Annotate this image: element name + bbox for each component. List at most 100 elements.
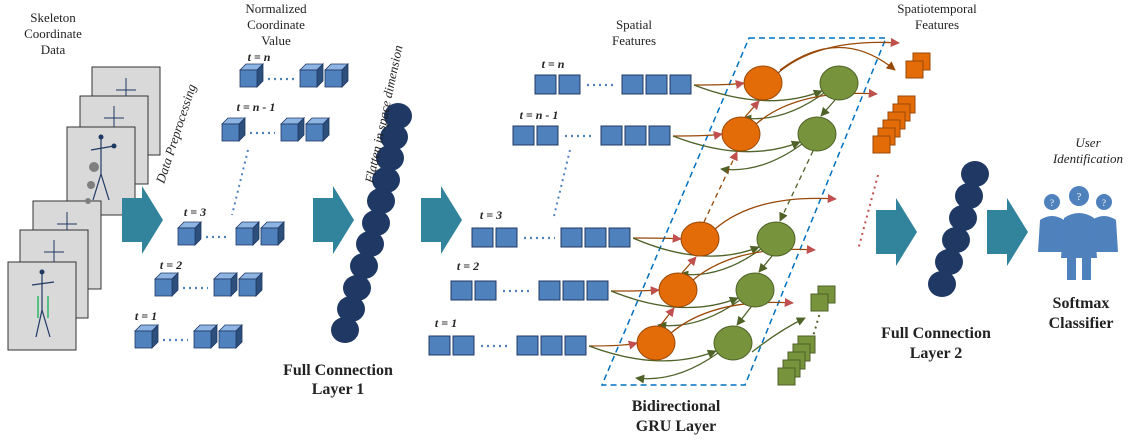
normalized-label-3: Value	[261, 33, 291, 48]
feature-vector-row	[450, 280, 609, 301]
backward-output-link	[679, 248, 762, 280]
backward-recurrent-link	[820, 99, 836, 117]
svg-text:?: ?	[1077, 192, 1082, 203]
fc2-arrow	[987, 198, 1028, 266]
rect-time-label: t = 1	[435, 316, 457, 330]
spatial-label-2: Features	[612, 33, 656, 48]
users-icon: ? ? ?	[1038, 186, 1118, 280]
input-link	[672, 135, 801, 153]
forward-gru-node	[721, 116, 761, 152]
backward-recurrent-link	[736, 306, 752, 326]
backward-recurrent-link	[758, 255, 773, 273]
spatiotemporal-label-1: Spatiotemporal	[897, 1, 977, 16]
gru-out-arrow	[876, 198, 917, 266]
skeleton-label-1: Skeleton	[30, 10, 76, 25]
gru-title-1: Bidirectional	[632, 398, 721, 415]
input-link	[693, 84, 823, 102]
coordinate-cube	[193, 324, 218, 349]
coordinate-cube	[213, 272, 238, 297]
fc2-beads	[928, 161, 989, 297]
rect-time-label: t = 3	[480, 208, 502, 222]
coordinate-cube	[221, 117, 246, 142]
forward-recurrent-link	[744, 100, 760, 118]
forward-recurrent-link	[703, 151, 738, 223]
cube-time-label: t = n	[248, 50, 271, 64]
backward-output-link	[635, 352, 719, 384]
spatial-feature-rects	[428, 74, 692, 356]
svg-text:?: ?	[1102, 198, 1106, 208]
coordinate-cubes	[134, 63, 349, 349]
svg-text:?: ?	[1050, 198, 1054, 208]
skeleton-label-2: Coordinate	[24, 26, 82, 41]
fc2-title-2: Layer 2	[910, 345, 963, 362]
coordinate-cube	[299, 63, 324, 88]
preprocess-arrow	[122, 186, 163, 254]
forward-gru-node	[636, 325, 676, 361]
spatiotemporal-square	[810, 293, 829, 312]
cube-time-label: t = 2	[160, 258, 182, 272]
input-link	[693, 79, 745, 89]
rect-time-label: t = 2	[457, 259, 479, 273]
big-arrows	[122, 186, 1028, 266]
fc1-title-2: Layer 1	[312, 381, 365, 398]
coordinate-cube	[280, 117, 305, 142]
forward-gru-node	[743, 65, 783, 101]
spatiotemporal-square	[872, 135, 891, 154]
normalized-label-1: Normalized	[245, 1, 307, 16]
spatiotemporal-square	[777, 367, 796, 386]
softmax-title-1: Softmax	[1053, 295, 1110, 312]
fc1-arrow	[421, 186, 462, 254]
forward-recurrent-link	[659, 307, 675, 327]
spatial-label-1: Spatial	[616, 17, 652, 32]
rect-time-label: t = n - 1	[520, 108, 559, 122]
coordinate-cube	[218, 324, 243, 349]
gru-dashed-box	[600, 37, 888, 386]
input-link	[588, 340, 638, 350]
backward-gru-node	[713, 325, 753, 361]
skeleton-label-3: Data	[41, 42, 66, 57]
coordinate-cube	[239, 63, 264, 88]
fc1-title-1: Full Connection	[283, 362, 393, 379]
forward-output-link	[670, 297, 794, 334]
gru-connections	[588, 37, 900, 384]
backward-gru-node	[797, 116, 837, 152]
input-link	[672, 130, 723, 140]
coordinate-cube	[238, 272, 263, 297]
flatten-arrow	[313, 186, 354, 254]
input-link	[588, 345, 717, 362]
spatiotemporal-square	[905, 60, 924, 79]
spatiotemporal-label-2: Features	[915, 17, 959, 32]
backward-gru-node	[735, 272, 775, 308]
cube-time-label: t = 3	[184, 205, 206, 219]
gru-nodes	[636, 65, 859, 361]
user-identification-2: Identification	[1052, 151, 1123, 166]
fc1-beads	[331, 103, 412, 343]
coordinate-cube	[305, 117, 330, 142]
backward-recurrent-link	[779, 150, 814, 222]
feature-vector-row	[471, 227, 631, 248]
dotted-separators	[231, 149, 879, 341]
top-output-link	[779, 46, 896, 71]
coordinate-cube	[154, 272, 179, 297]
forward-gru-node	[658, 272, 698, 308]
coordinate-cube	[235, 221, 260, 246]
backward-gru-node	[819, 65, 859, 101]
coordinate-cube	[260, 221, 285, 246]
spatiotemporal-stacks	[777, 52, 931, 386]
softmax-title-2: Classifier	[1049, 315, 1114, 332]
normalized-label-2: Coordinate	[247, 17, 305, 32]
user-identification-1: User	[1075, 135, 1101, 150]
coordinate-cube	[134, 324, 159, 349]
backward-output-link	[742, 92, 825, 124]
feature-vector-row	[534, 74, 692, 95]
cube-time-label: t = n - 1	[237, 100, 276, 114]
rect-time-label: t = n	[542, 57, 565, 71]
backward-gru-node	[756, 221, 796, 257]
forward-gru-node	[680, 221, 720, 257]
fc2-title-1: Full Connection	[881, 325, 991, 342]
feature-vector-row	[512, 125, 671, 146]
forward-recurrent-link	[681, 256, 697, 274]
cube-time-label: t = 1	[135, 309, 157, 323]
